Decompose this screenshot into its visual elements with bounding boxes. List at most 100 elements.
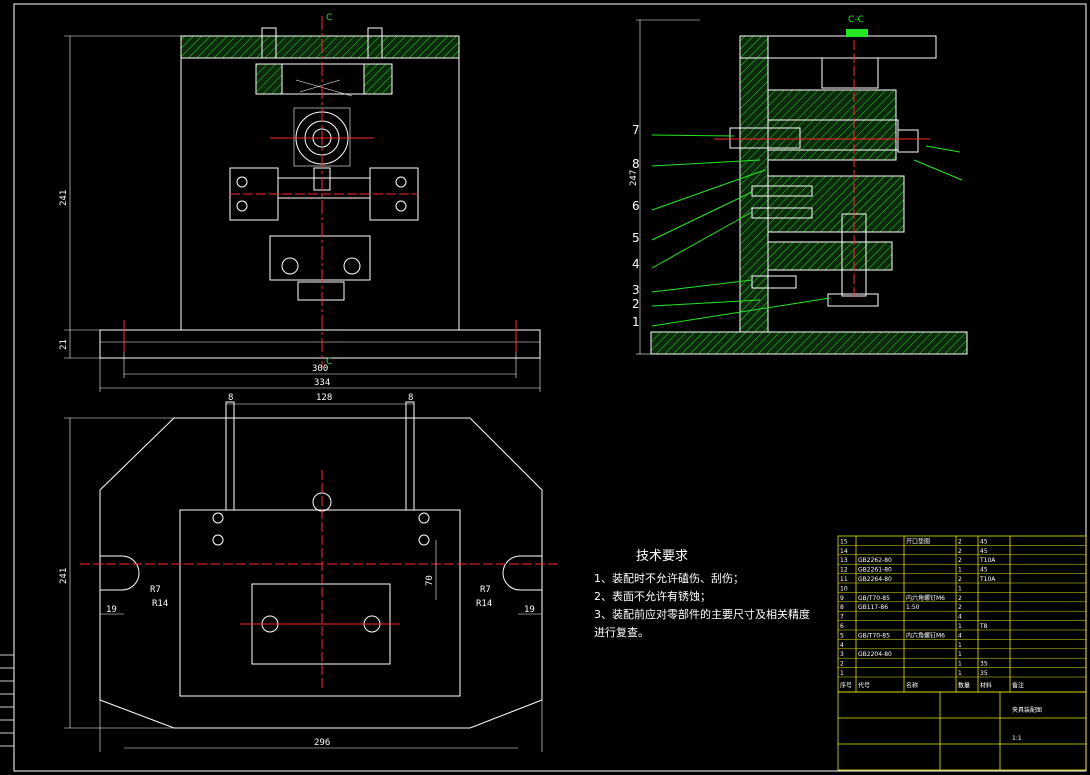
bom-cell-qty: 1: [958, 567, 962, 574]
tech-line-1: 1、装配时不允许磕伤、刮伤；: [594, 571, 744, 585]
plan-dim-top-width: 128: [316, 393, 332, 403]
bom-cell-name: 1:50: [906, 604, 920, 611]
front-dim-height: 241: [59, 190, 69, 206]
bom-cell-qty: 1: [958, 661, 962, 668]
bom-cell-no: 6: [840, 623, 844, 630]
front-dim-outer-width: 334: [314, 378, 330, 388]
plan-dim-19-left: 19: [106, 605, 117, 615]
bom-cell-code: GB2262-80: [858, 557, 892, 564]
bom-cell-name: 内六角螺钉M6: [906, 631, 945, 639]
part-label-2: 2: [632, 297, 640, 311]
bom-header: 序号: [840, 681, 852, 689]
bom-cell-qty: 1: [958, 642, 962, 649]
bom-cell-mat: 45: [980, 538, 988, 545]
bom-cell-qty: 2: [958, 576, 962, 583]
bom-cell-no: 10: [840, 585, 848, 592]
front-view: C C 241 21 300 334: [59, 13, 541, 392]
bom-cell-no: 4: [840, 642, 844, 649]
bom-cell-no: 11: [840, 576, 848, 583]
side-part-numbers: 7 8 6 5 4 3 2 1: [632, 123, 640, 329]
front-dim-base: 21: [59, 339, 69, 350]
bom-cell-code: GB2204-80: [858, 651, 892, 658]
plan-outline: [99, 417, 543, 729]
part-label-7: 7: [632, 123, 640, 137]
bom-cell-mat: T8: [979, 623, 988, 630]
bom-cell-mat: 35: [980, 661, 988, 668]
plan-body: [179, 509, 461, 697]
plan-dim-spacing: 70: [425, 575, 435, 586]
side-dim-height: 247: [629, 170, 639, 186]
bom-cell-qty: 2: [958, 538, 962, 545]
bom-cell-no: 12: [840, 567, 848, 574]
bom-cell-no: 14: [840, 548, 848, 555]
bom-cell-name: 内六角螺钉M6: [906, 594, 945, 602]
front-top-plate: [180, 35, 460, 59]
bom-cell-no: 3: [840, 651, 844, 658]
bom-cell-qty: 4: [958, 614, 962, 621]
plan-dim-slot-right: 8: [408, 393, 413, 403]
bom-header: 名称: [906, 681, 918, 689]
bom-cell-qty: 2: [958, 595, 962, 602]
bom-header: 数量: [958, 681, 970, 689]
side-view: C-C 247 7 8 6 5 4 3 2 1: [629, 15, 968, 355]
plan-dim-r7-left: R7: [150, 585, 161, 595]
plan-dim-r7-right: R7: [480, 585, 491, 595]
side-leaders: [651, 134, 963, 327]
front-dim-inner-width: 300: [312, 364, 328, 374]
bom-cell-no: 2: [840, 661, 844, 668]
bom-cell-mat: 35: [980, 670, 988, 677]
bom-cell-code: GB/T70-85: [858, 632, 890, 639]
bom-cell-name: 开口垫圈: [906, 537, 930, 545]
bom-cell-code: GB117-86: [858, 604, 888, 611]
bom-cell-code: GB2264-80: [858, 576, 892, 583]
side-section-label: C-C: [848, 15, 864, 25]
plan-dim-r14-left: R14: [152, 599, 168, 609]
front-base: [99, 329, 541, 359]
bom-cell-mat: 45: [980, 548, 988, 555]
bom-header: 备注: [1012, 681, 1024, 689]
bom-cell-code: GB/T70-85: [858, 595, 890, 602]
bom-cell-no: 9: [840, 595, 844, 602]
front-section-label-top: C: [326, 13, 332, 23]
bom-cell-qty: 1: [958, 651, 962, 658]
title-block-drawing-title: 夹具装配图: [1012, 706, 1042, 714]
drawing-frame: [13, 3, 1087, 772]
plan-dim-r14-right: R14: [476, 599, 492, 609]
bom-header: 材料: [980, 681, 992, 689]
bom-cell-mat: 45: [980, 567, 988, 574]
part-label-1: 1: [632, 315, 640, 329]
title-block: 夹具装配图 1:1: [837, 691, 1087, 771]
bom-cell-mat: T10A: [979, 576, 996, 583]
plan-dim-slot-left: 8: [228, 393, 233, 403]
plan-view: 128 8 8 241 70 R7 R14 R7 R14 19 19 296: [59, 393, 560, 752]
bom-cell-no: 8: [840, 604, 844, 611]
side-label-bar: [846, 29, 868, 37]
bom-header: 代号: [858, 681, 870, 689]
side-top-plate: [739, 35, 937, 59]
part-label-4: 4: [632, 257, 640, 271]
part-label-3: 3: [632, 283, 640, 297]
bom-cell-qty: 2: [958, 557, 962, 564]
tech-line-2: 2、表面不允许有锈蚀；: [594, 589, 711, 603]
part-label-5: 5: [632, 231, 640, 245]
bom-cell-qty: 2: [958, 548, 962, 555]
frame-edge-ticks: [0, 654, 14, 747]
bom-cell-qty: 1: [958, 623, 962, 630]
bom-cell-no: 15: [840, 538, 848, 545]
part-label-8: 8: [632, 157, 640, 171]
tech-line-3: 3、装配前应对零部件的主要尺寸及相关精度: [594, 607, 810, 621]
bom-cell-qty: 2: [958, 604, 962, 611]
bom-cell-qty: 1: [958, 670, 962, 677]
tech-requirements: 技术要求 1、装配时不允许磕伤、刮伤； 2、表面不允许有锈蚀； 3、装配前应对零…: [594, 549, 810, 639]
plan-dim-height: 241: [59, 568, 69, 584]
plan-dim-bottom-width: 296: [314, 738, 330, 748]
bom-cell-code: GB2261-80: [858, 567, 892, 574]
side-base: [650, 331, 968, 355]
front-section-label-bottom: C: [326, 357, 332, 367]
bom-cell-no: 5: [840, 632, 844, 639]
bom-cell-mat: T10A: [979, 557, 996, 564]
part-label-6: 6: [632, 199, 640, 213]
bom-cell-qty: 1: [958, 585, 962, 592]
bom-cell-no: 1: [840, 670, 844, 677]
